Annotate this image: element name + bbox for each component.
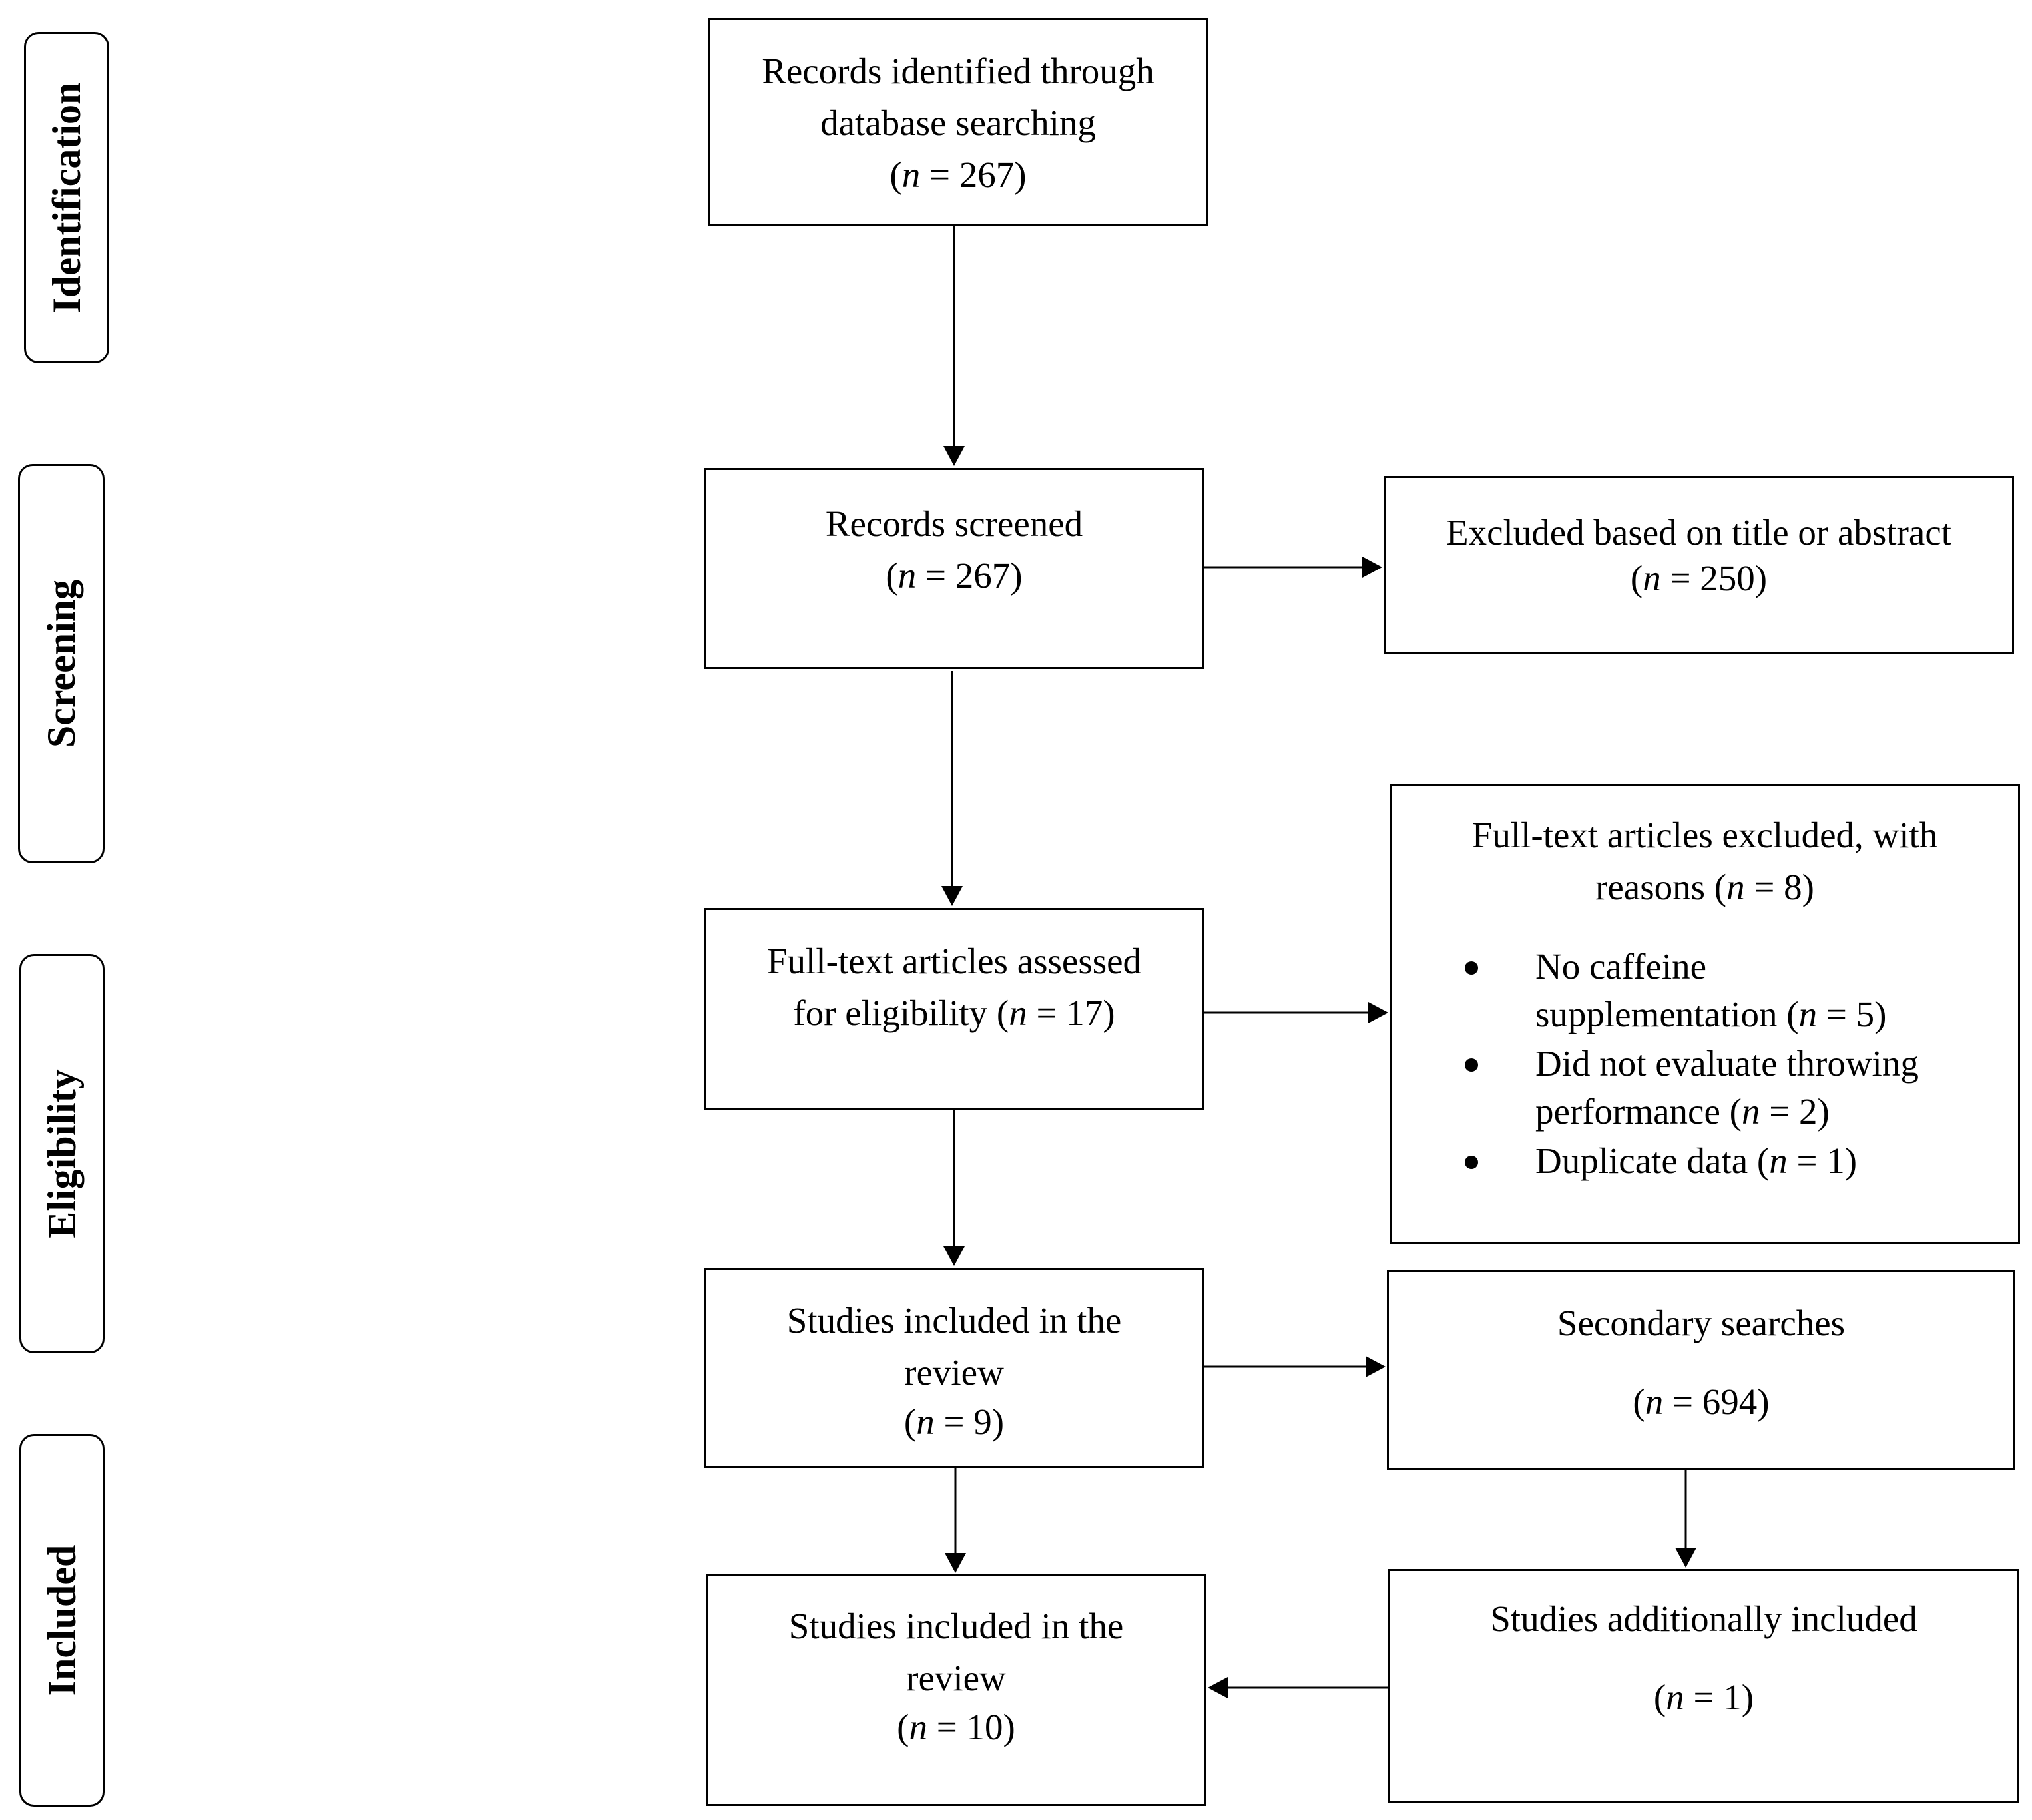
studies-included-review-box: Studies included in the review (n = 9) bbox=[704, 1268, 1204, 1468]
arrowhead-down-icon bbox=[943, 1246, 965, 1266]
exclusion-reason-item: Did not evaluate throwing performance (n… bbox=[1392, 1040, 2018, 1136]
studies-included-final-count: (n = 10) bbox=[897, 1707, 1015, 1747]
records-screened-box: Records screened (n = 267) bbox=[704, 468, 1204, 669]
studies-additionally-included-count: (n = 1) bbox=[1653, 1677, 1754, 1717]
records-identified-line1: Records identified through bbox=[762, 51, 1154, 91]
secondary-searches-box: Secondary searches (n = 694) bbox=[1387, 1270, 2015, 1470]
arrowhead-right-icon bbox=[1368, 1002, 1388, 1023]
studies-included-review-count: (n = 9) bbox=[903, 1401, 1005, 1442]
phase-screening: Screening bbox=[18, 464, 105, 863]
phase-eligibility: Eligibility bbox=[19, 954, 105, 1353]
records-identified-box: Records identified through database sear… bbox=[708, 18, 1208, 226]
fulltext-assessed-line1: Full-text articles assessed bbox=[766, 941, 1142, 981]
bullet-icon bbox=[1465, 1156, 1478, 1169]
secondary-searches-line1: Secondary searches bbox=[1557, 1303, 1846, 1343]
arrowhead-left-icon bbox=[1208, 1677, 1228, 1698]
exclusion-reason-item: No caffeine supplementation (n = 5) bbox=[1392, 943, 2018, 1038]
studies-included-final-line2: review bbox=[906, 1658, 1006, 1698]
records-identified-count: (n = 267) bbox=[889, 154, 1027, 195]
fulltext-excluded-line1: Full-text articles excluded, with bbox=[1471, 815, 1938, 855]
bullet-icon bbox=[1465, 961, 1478, 975]
exclusion-reason-item: Duplicate data (n = 1) bbox=[1392, 1137, 2018, 1185]
arrowhead-down-icon bbox=[1675, 1548, 1696, 1568]
studies-additionally-included-line1: Studies additionally included bbox=[1490, 1598, 1917, 1639]
arrowhead-down-icon bbox=[943, 446, 965, 466]
studies-included-review-line2: review bbox=[904, 1352, 1004, 1393]
fulltext-assessed-box: Full-text articles assessed for eligibil… bbox=[704, 908, 1204, 1110]
records-identified-line2: database searching bbox=[820, 103, 1096, 143]
studies-additionally-included-box: Studies additionally included (n = 1) bbox=[1388, 1569, 2019, 1803]
fulltext-excluded-line2: reasons (n = 8) bbox=[1595, 867, 1814, 907]
arrowhead-down-icon bbox=[945, 1553, 966, 1573]
fulltext-excluded-box: Full-text articles excluded, with reason… bbox=[1390, 784, 2020, 1244]
records-screened-line1: Records screened bbox=[825, 503, 1083, 544]
arrowhead-right-icon bbox=[1362, 557, 1382, 578]
excluded-title-abstract-line1: Excluded based on title or abstract bbox=[1445, 512, 1952, 553]
studies-included-final-box: Studies included in the review (n = 10) bbox=[706, 1574, 1206, 1806]
excluded-title-abstract-count: (n = 250) bbox=[1630, 558, 1768, 598]
studies-included-final-line1: Studies included in the bbox=[788, 1606, 1124, 1646]
arrowhead-right-icon bbox=[1366, 1356, 1386, 1377]
excluded-title-abstract-box: Excluded based on title or abstract (n =… bbox=[1384, 476, 2014, 654]
bullet-icon bbox=[1465, 1058, 1478, 1072]
phase-identification: Identification bbox=[24, 32, 109, 363]
exclusion-reasons-list: No caffeine supplementation (n = 5) Did … bbox=[1392, 943, 2018, 1185]
arrowhead-down-icon bbox=[941, 886, 963, 906]
fulltext-assessed-line2: for eligibility (n = 17) bbox=[793, 993, 1115, 1033]
studies-included-review-line1: Studies included in the bbox=[786, 1300, 1122, 1341]
records-screened-count: (n = 267) bbox=[886, 555, 1023, 596]
secondary-searches-count: (n = 694) bbox=[1633, 1381, 1770, 1422]
phase-included: Included bbox=[19, 1434, 105, 1807]
